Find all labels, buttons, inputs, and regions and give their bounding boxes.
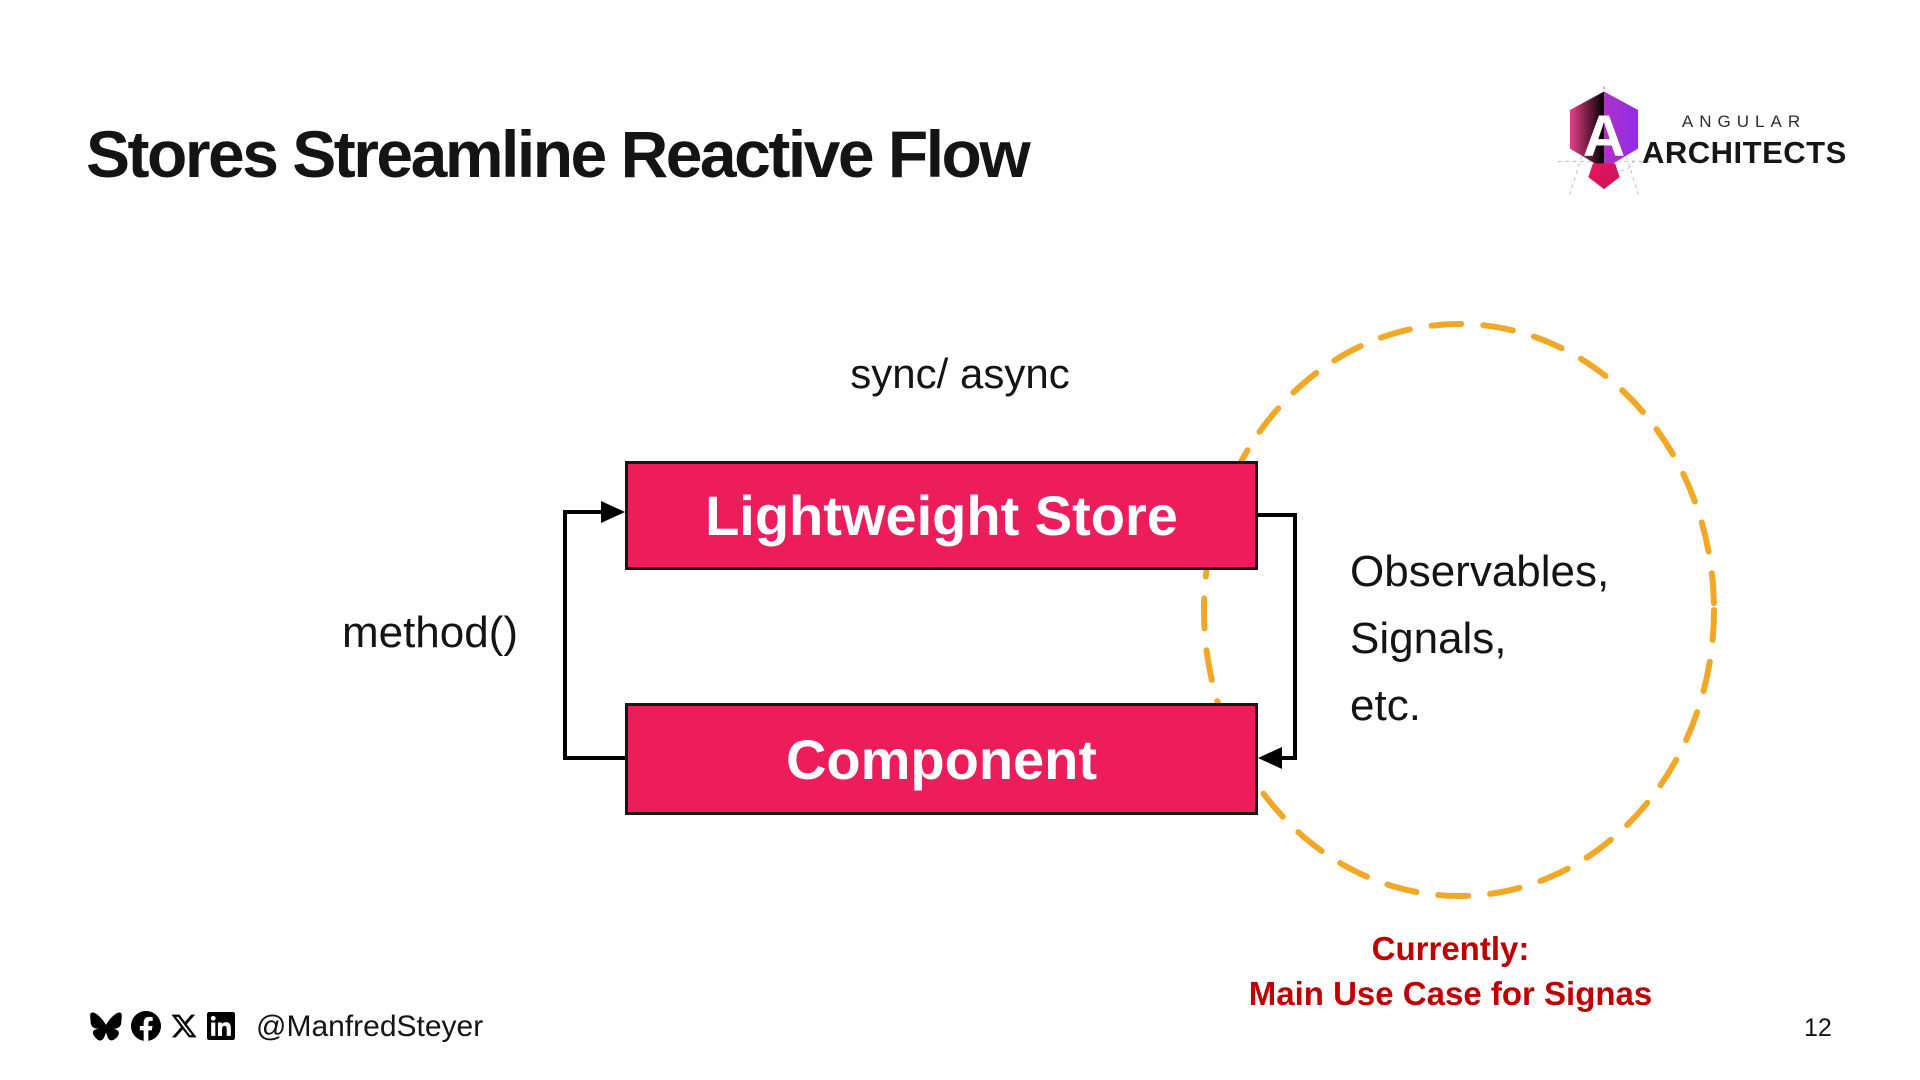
angular-architects-logo-icon: A: [1558, 85, 1650, 197]
component-label: Component: [785, 727, 1098, 791]
social-icons: [90, 1011, 235, 1041]
sync-async-label: sync/ async: [850, 350, 1070, 397]
callout-line1: Currently:: [1371, 930, 1530, 967]
footer-handle: @ManfredSteyer: [256, 1010, 484, 1043]
facebook-icon: [131, 1011, 161, 1041]
method-label: method(): [341, 608, 519, 657]
side-note: Observables, Signals, etc.: [1350, 538, 1609, 739]
lightweight-store-label: Lightweight Store: [705, 484, 1178, 547]
logo-text-angular: ANGULAR: [1681, 112, 1807, 131]
method-arrowhead: [601, 501, 625, 523]
callout-line2: Main Use Case for Signas: [1248, 975, 1653, 1012]
lightweight-store-box: Lightweight Store: [625, 461, 1258, 570]
angular-architects-logo: A ANGULAR ARCHITECTS: [1558, 84, 1858, 208]
logo-text-architects: ARCHITECTS: [1642, 135, 1847, 170]
side-note-line: etc.: [1350, 681, 1421, 730]
side-note-line: Observables,: [1350, 547, 1610, 596]
x-icon: [171, 1014, 197, 1038]
callout-text: Currently: Main Use Case for Signas: [1228, 926, 1673, 1016]
bluesky-icon: [90, 1011, 122, 1041]
side-note-line: Signals,: [1350, 614, 1507, 663]
svg-text:A: A: [1583, 104, 1626, 169]
method-arrow: [563, 510, 625, 760]
component-box: Component: [625, 703, 1258, 815]
page-number: 12: [1804, 1014, 1832, 1042]
linkedin-icon: [207, 1012, 235, 1040]
page-title: Stores Streamline Reactive Flow: [86, 117, 1031, 191]
observable-arrow: [1258, 513, 1297, 760]
observable-arrowhead: [1258, 747, 1282, 769]
